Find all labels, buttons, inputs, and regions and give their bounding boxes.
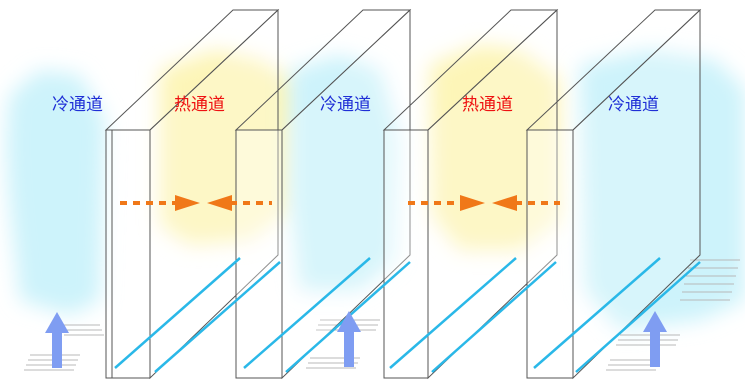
hot-aisle-label-left: 热通道	[174, 95, 225, 115]
cold-aisle-label-right: 冷通道	[608, 95, 659, 115]
cold-aisle-label-left: 冷通道	[52, 95, 103, 115]
rack-row-4	[525, 8, 702, 380]
cold-aisle-zone-left	[6, 70, 106, 315]
hot-aisle-label-right: 热通道	[462, 95, 513, 115]
supply-air-arrow-icon	[45, 311, 667, 368]
rack-row-3	[382, 8, 559, 380]
rack-row-1	[104, 8, 280, 380]
hot-aisle-zone-left	[160, 50, 300, 245]
cold-aisle-label-middle: 冷通道	[320, 95, 371, 115]
floor-stripes	[114, 257, 701, 373]
airflow-arrow-icon	[120, 195, 560, 211]
cold-aisle-zone-middle	[290, 55, 400, 290]
rack-row-2	[234, 8, 412, 380]
